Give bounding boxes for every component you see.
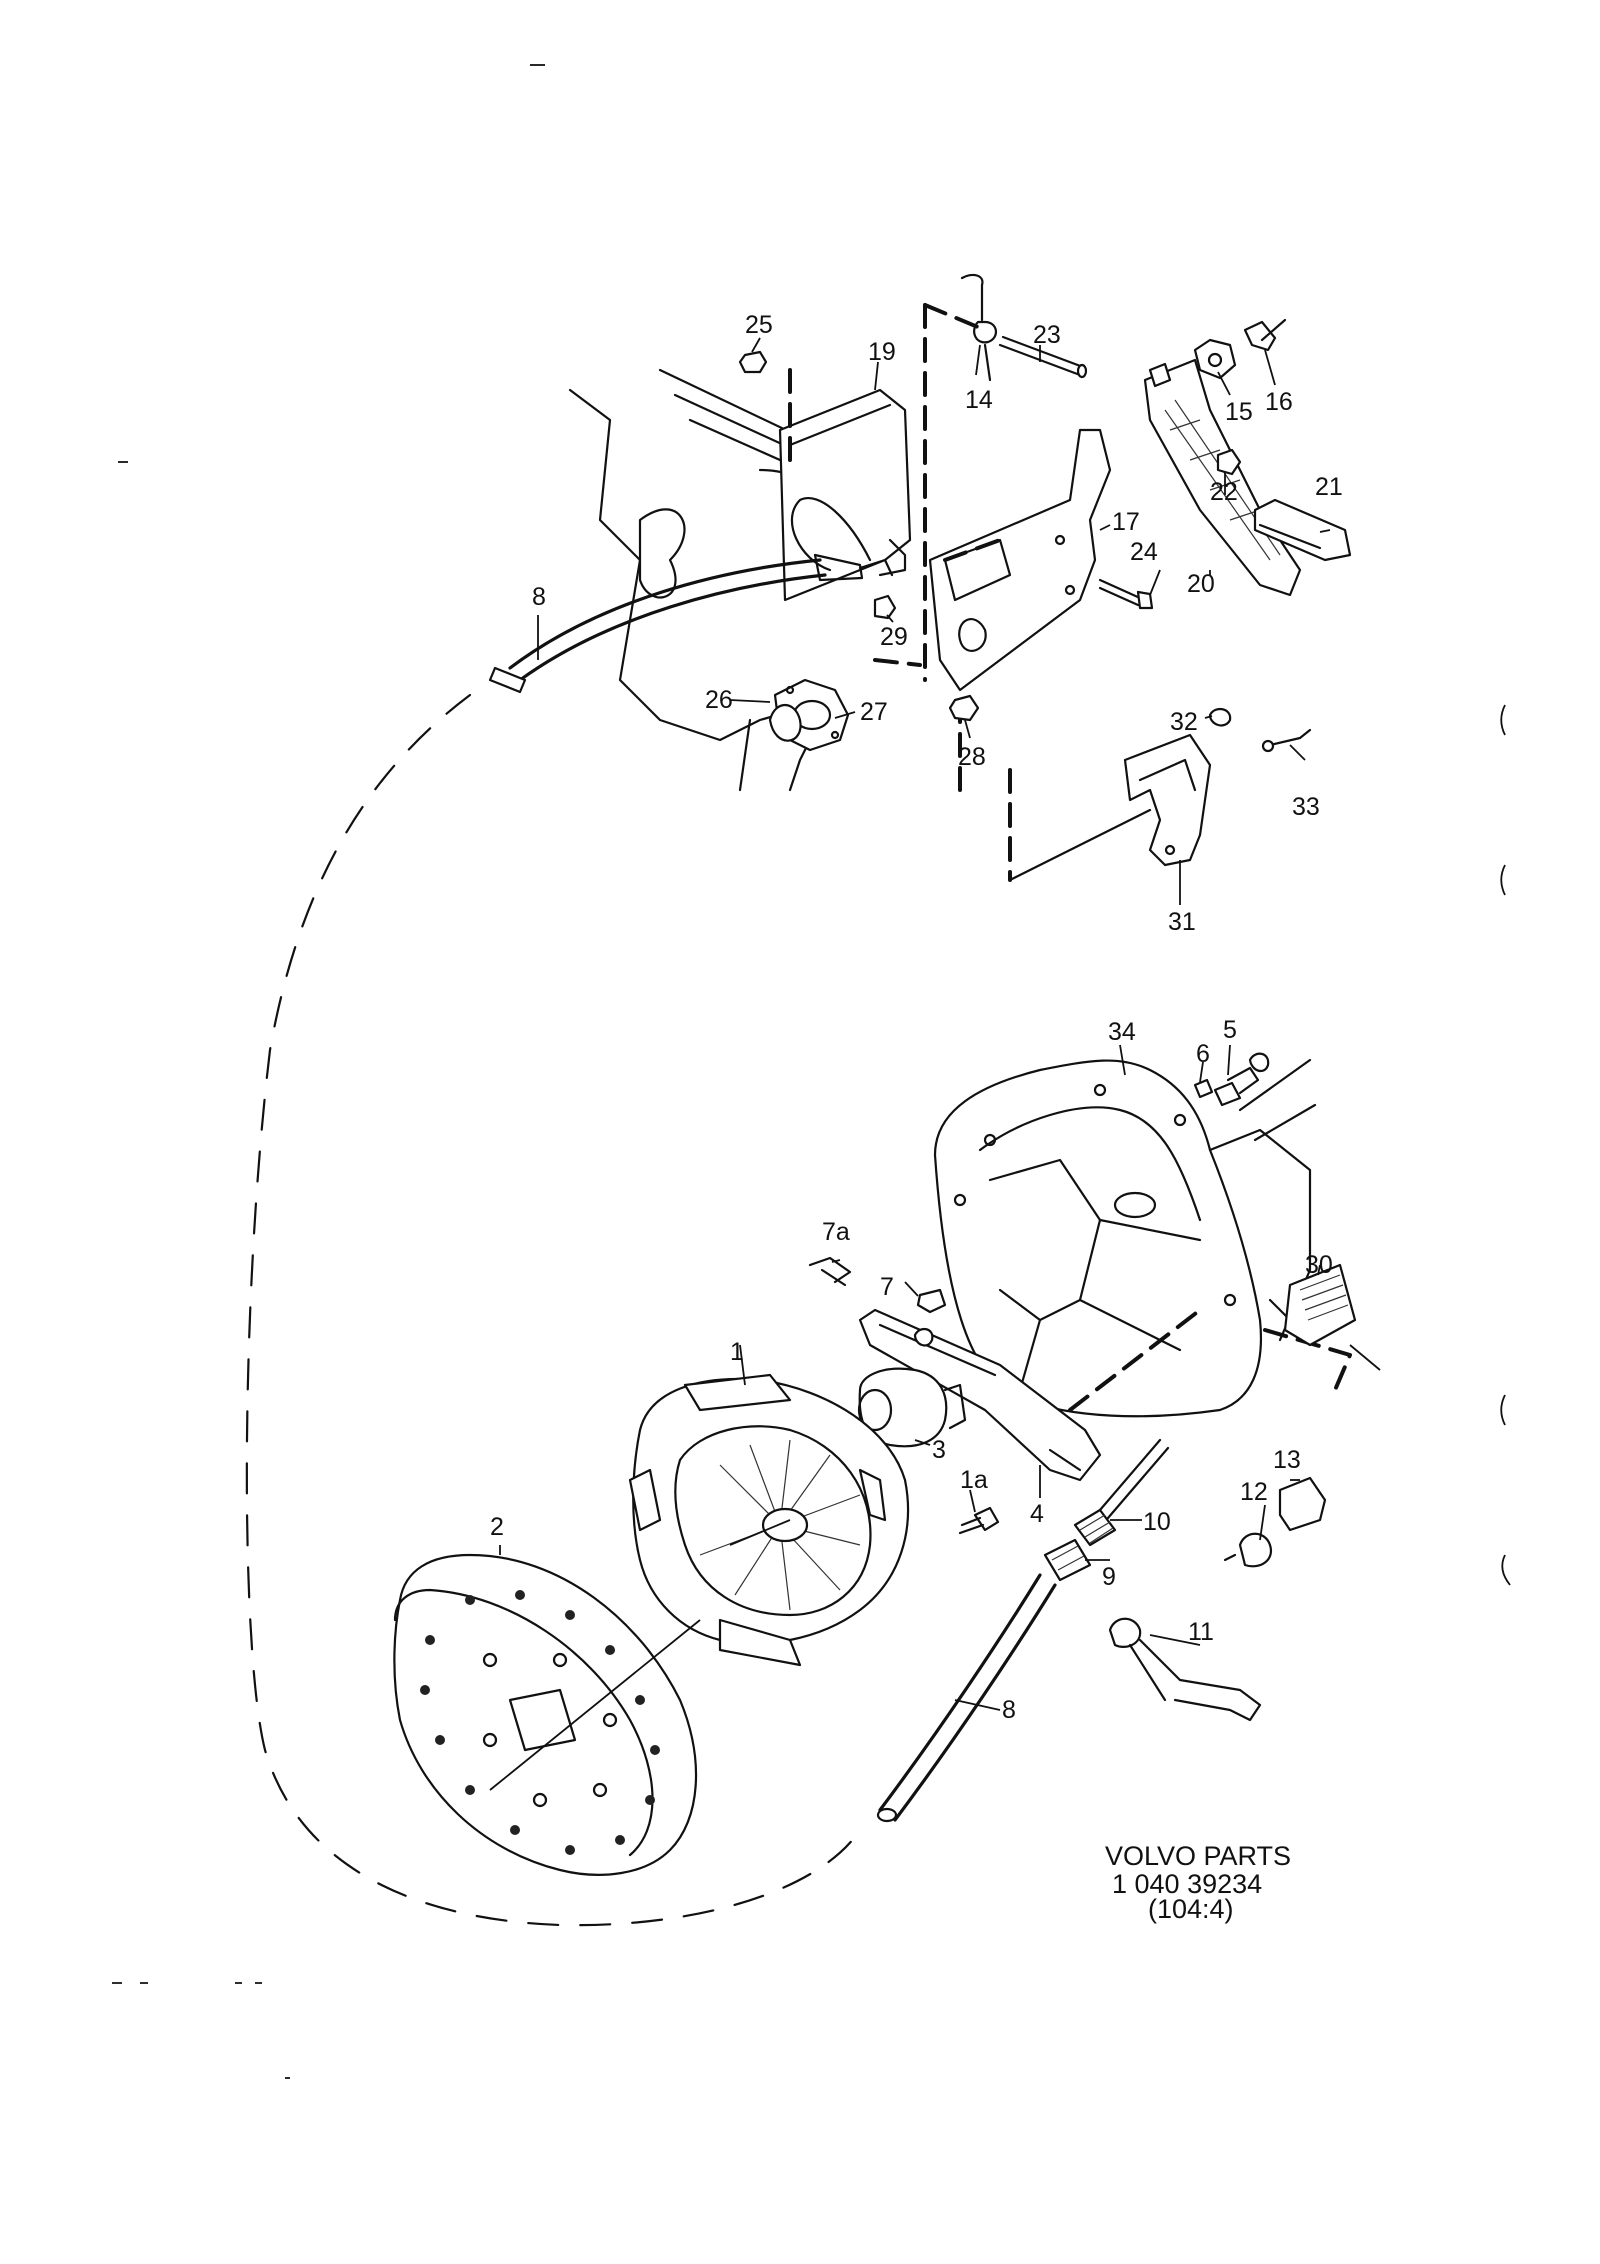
label-part-21: 21	[1315, 473, 1343, 501]
label-part-30: 30	[1305, 1251, 1333, 1279]
label-part-3: 3	[932, 1436, 946, 1464]
label-part-7a: 7a	[822, 1218, 850, 1246]
caption-reference: (104:4)	[1148, 1894, 1234, 1924]
label-part-6: 6	[1196, 1040, 1210, 1068]
label-part-17: 17	[1112, 508, 1140, 536]
bolt-24	[1098, 578, 1154, 610]
cable-8-upper	[488, 553, 894, 694]
label-part-2: 2	[490, 1513, 504, 1541]
label-part-29: 29	[880, 623, 908, 651]
label-part-8-lower: 8	[1002, 1696, 1016, 1724]
label-part-23: 23	[1033, 321, 1061, 349]
scan-marks	[112, 64, 1511, 2079]
label-part-7: 7	[880, 1273, 894, 1301]
label-part-12: 12	[1240, 1478, 1268, 1506]
spring-14	[960, 273, 997, 382]
label-part-11: 11	[1188, 1618, 1214, 1646]
bolt-1a	[958, 1506, 1000, 1535]
clutch-pedal-bracket-17	[928, 428, 1112, 692]
release-bearing-3	[857, 1367, 967, 1448]
label-part-14: 14	[965, 386, 993, 414]
label-part-26: 26	[705, 686, 733, 714]
nut-28	[948, 694, 980, 722]
flange-26-27	[768, 678, 850, 752]
label-part-32: 32	[1170, 708, 1198, 736]
label-part-34: 34	[1108, 1018, 1136, 1046]
pedal-arm-20	[1143, 358, 1302, 597]
clip-16	[1243, 318, 1287, 352]
clip-11	[1108, 1617, 1262, 1722]
connector-30	[1283, 1263, 1357, 1347]
label-part-31: 31	[1168, 908, 1196, 936]
label-part-27: 27	[860, 698, 888, 726]
clip-12-13	[1223, 1476, 1327, 1568]
cable-8-lower	[876, 1573, 1057, 1823]
label-part-4: 4	[1030, 1500, 1044, 1528]
label-part-5: 5	[1223, 1016, 1237, 1044]
caption-part-number: 1 040 39234	[1112, 1869, 1262, 1899]
vertical-dashed-guide-left	[788, 303, 1152, 882]
label-part-25: 25	[745, 311, 773, 339]
wire-33	[1261, 728, 1312, 753]
label-part-28: 28	[958, 743, 986, 771]
label-part-13: 13	[1273, 1446, 1301, 1474]
label-part-1a: 1a	[960, 1466, 988, 1494]
bracket-19	[778, 388, 912, 602]
clutch-disc-2	[393, 1553, 698, 1876]
nut-25	[738, 350, 768, 374]
label-part-8-upper: 8	[532, 583, 546, 611]
label-part-19: 19	[868, 338, 896, 366]
part-labels: 25 19 14 23 15 16 17 22 21 24 20 8 29 26…	[490, 311, 1343, 1724]
clutch-housing-34	[933, 1058, 1352, 1418]
label-part-33: 33	[1292, 793, 1320, 821]
label-part-1: 1	[730, 1338, 744, 1366]
label-part-10: 10	[1143, 1508, 1171, 1536]
label-part-24: 24	[1130, 538, 1158, 566]
label-part-15: 15	[1225, 398, 1253, 426]
label-part-20: 20	[1187, 570, 1215, 598]
plug-32	[1208, 707, 1232, 727]
leader-lines	[489, 337, 1381, 1791]
label-part-9: 9	[1102, 1563, 1116, 1591]
bolt-5-nut-6	[1193, 1052, 1270, 1107]
bracket-31	[1123, 733, 1212, 867]
clip-7a-ball-7	[808, 1256, 947, 1314]
nut-22	[1216, 448, 1242, 476]
label-part-22: 22	[1210, 478, 1238, 506]
caption-block: VOLVO PARTS 1 040 39234 (104:4)	[1105, 1841, 1291, 1924]
nut-29	[873, 594, 897, 620]
pedal-pad-21	[1253, 498, 1352, 562]
cable-route-dashed	[245, 693, 862, 1927]
bushing-15	[1193, 338, 1237, 380]
cable-adjuster-9-10	[1043, 1438, 1170, 1582]
caption-brand: VOLVO PARTS	[1105, 1841, 1291, 1871]
pressure-plate-1	[628, 1373, 910, 1667]
label-part-16: 16	[1265, 388, 1293, 416]
